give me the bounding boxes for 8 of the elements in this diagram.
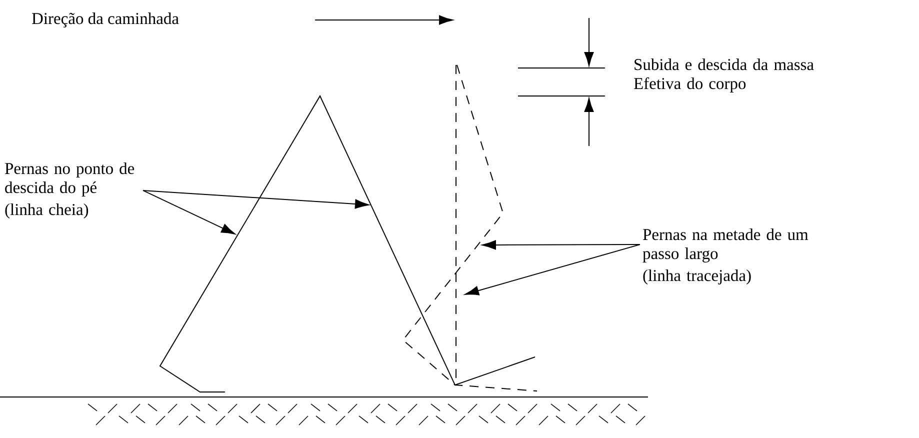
text-label: Direção da caminhada bbox=[32, 12, 179, 28]
text-label: Pernas na metade de um passo largo (linha tracejada) bbox=[642, 228, 808, 284]
leader-arrow bbox=[464, 244, 640, 296]
leader-arrow bbox=[142, 190, 370, 209]
leader-arrow bbox=[482, 240, 640, 250]
text-label: Pernas no ponto de descida do pé (linha cheia) bbox=[4, 162, 134, 218]
text-label: Subida e descida da massa Efetiva do corpo bbox=[634, 58, 814, 92]
leader-arrow bbox=[142, 190, 236, 234]
